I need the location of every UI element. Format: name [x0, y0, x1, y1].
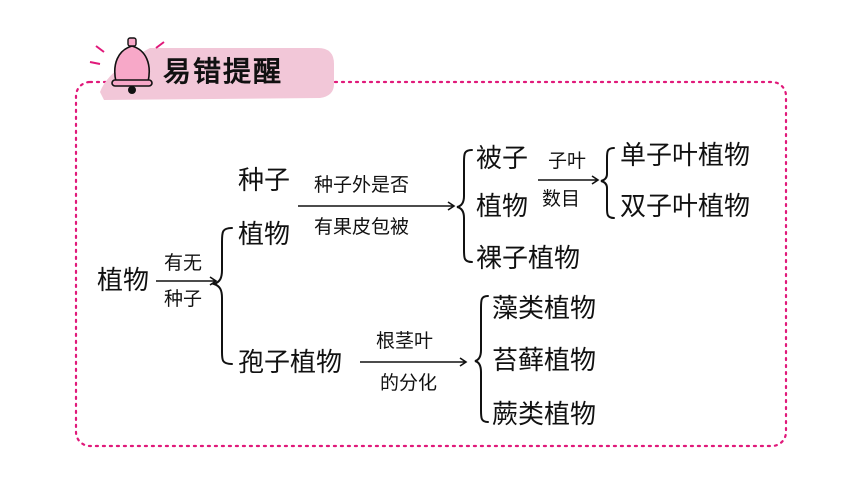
dotted-border	[74, 80, 788, 448]
algae-node: 藻类植物	[492, 294, 597, 324]
brace-main	[210, 227, 233, 365]
brace-angio	[600, 147, 615, 219]
seed-arrow-top: 种子外是否	[314, 174, 410, 196]
cotyledon-arrow-bottom: 数目	[542, 188, 581, 210]
angiosperm-line2: 植物	[476, 192, 529, 222]
angiosperm-line1: 被子	[476, 144, 529, 174]
brace-spore	[474, 295, 489, 423]
seed-arrow	[298, 201, 456, 211]
spore-arrow-bottom: 的分化	[380, 372, 438, 394]
moss-node: 苔藓植物	[492, 346, 597, 376]
seed-plant-line2: 植物	[238, 220, 291, 250]
fern-node: 蕨类植物	[492, 400, 597, 430]
monocot-node: 单子叶植物	[620, 141, 751, 171]
page-title: 易错提醒	[163, 55, 284, 88]
dicot-node: 双子叶植物	[620, 192, 751, 222]
root-arrow-top: 有无	[164, 252, 203, 274]
bell-icon	[89, 37, 165, 94]
cotyledon-arrow	[538, 175, 600, 185]
spore-arrow-top: 根茎叶	[376, 330, 434, 352]
root-node: 植物	[97, 266, 150, 296]
brace-seed	[456, 149, 473, 263]
root-arrow-bottom: 种子	[164, 288, 203, 310]
title-badge	[100, 48, 334, 100]
seed-arrow-bottom: 有果皮包被	[314, 216, 410, 238]
gymnosperm-node: 裸子植物	[476, 244, 581, 274]
seed-plant-line1: 种子	[238, 166, 291, 196]
spore-plant-node: 孢子植物	[238, 348, 343, 378]
root-arrow	[156, 276, 218, 286]
cotyledon-arrow-top: 子叶	[548, 150, 587, 172]
spore-arrow	[360, 357, 468, 367]
